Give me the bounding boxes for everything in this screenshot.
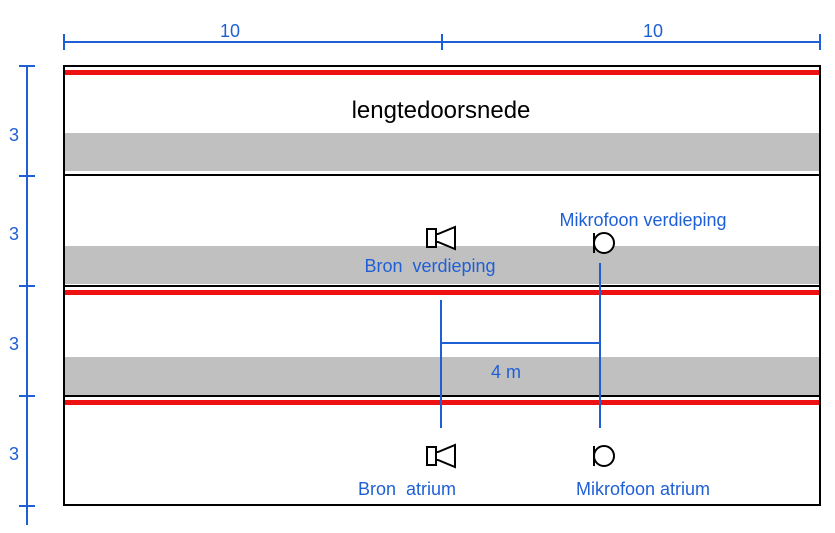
horizontal-dimension: 10 10 (63, 21, 821, 50)
vertical-dimension-1: 3 (9, 125, 19, 145)
microphone-upper-label: Mikrofoon verdieping (559, 210, 726, 230)
microphone-icon (593, 445, 615, 467)
slab-red-2 (64, 290, 820, 295)
slab-red-1 (64, 70, 820, 75)
distance-measure: 4 m (440, 263, 601, 428)
section-frame (63, 65, 821, 506)
floor-band-1 (64, 133, 820, 171)
speaker-icon (426, 225, 456, 251)
diagram-title: lengtedoorsnede (352, 97, 531, 124)
horizontal-dimension-left: 10 (220, 21, 240, 41)
microphone-atrium-label: Mikrofoon atrium (576, 479, 710, 499)
vertical-dimension: 3 3 3 3 (9, 65, 35, 525)
speaker-icon (426, 443, 456, 469)
vertical-dimension-3: 3 (9, 334, 19, 354)
floor-band-2 (64, 246, 820, 284)
source-upper-label: Bron verdieping (364, 256, 495, 276)
vertical-dimension-2: 3 (9, 224, 19, 244)
vertical-dimension-4: 3 (9, 444, 19, 464)
microphone-icon (593, 232, 615, 254)
distance-label: 4 m (491, 362, 521, 382)
source-atrium-label: Bron atrium (358, 479, 456, 499)
horizontal-dimension-right: 10 (643, 21, 663, 41)
